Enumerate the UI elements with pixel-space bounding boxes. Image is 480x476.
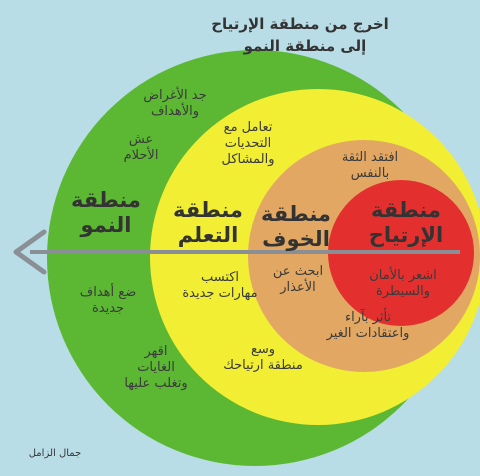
learning-note-challenges: تعامل مع التحديات والمشاكل — [221, 120, 275, 167]
growth-note-goals: جد الأغراض والأهداف — [143, 88, 207, 119]
direction-arrow — [13, 229, 460, 275]
author-signature: جمال الزامل — [28, 448, 82, 459]
fear-zone-title: منطقة الخوف — [261, 202, 331, 251]
comfort-zone-title: منطقة الإرتياح — [368, 198, 444, 247]
learning-zone-title: منطقة التعلم — [173, 198, 243, 247]
fear-note-excuses: ابحث عن الأعذار — [272, 264, 324, 295]
comfort-note-safety: اشعر بالأمان والسيطرة — [369, 268, 437, 299]
growth-zone-title: منطقة النمو — [71, 188, 141, 237]
fear-note-confidence: افتقد الثقة بالنفس — [341, 150, 399, 181]
fear-note-others: تأثر بآراء واعتقادات الغير — [326, 310, 410, 341]
learning-note-expand: وسع منطقة ارتياحك — [223, 342, 303, 373]
growth-note-overcome: اقهر الغايات وتغلب عليها — [124, 344, 188, 391]
header-line-2: إلى منطقة النمو — [243, 37, 367, 55]
header-line-1: اخرج من منطقة الإرتياح — [211, 15, 389, 33]
learning-note-skills: اكتسب مهارات جديدة — [182, 270, 258, 301]
growth-note-dreams: عش الأحلام — [123, 132, 159, 163]
growth-note-new-goals: ضع أهداف جديدة — [79, 285, 137, 316]
